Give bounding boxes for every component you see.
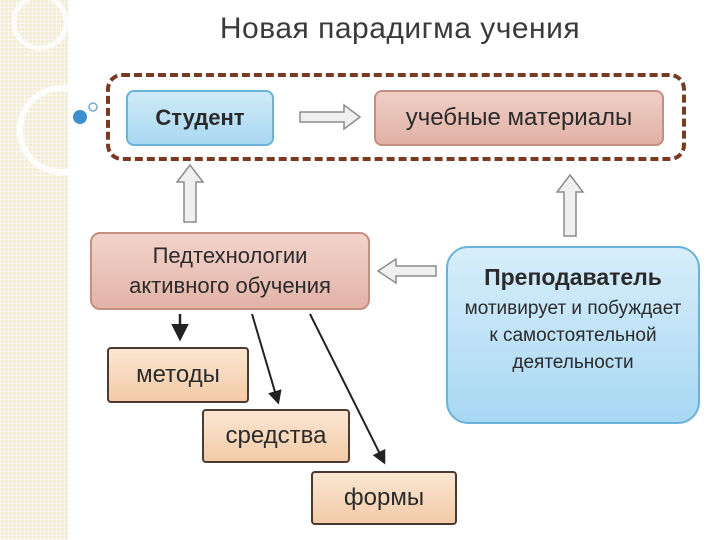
student-label: Студент <box>155 105 245 130</box>
means-box: средства <box>202 409 350 463</box>
arrow-pedtech-to-student <box>175 163 205 223</box>
pedtech-label-line2: активного обучения <box>129 273 331 298</box>
arrow-student-to-materials <box>299 103 362 131</box>
learning-materials-box: учебные материалы <box>374 90 664 146</box>
student-box: Студент <box>126 90 274 146</box>
methods-box: методы <box>107 347 249 403</box>
dashed-group-frame <box>106 73 686 161</box>
active-learning-tech-box: Педтехнологии активного обучения <box>90 232 370 310</box>
deco-dot-ring <box>88 102 98 112</box>
deco-circle-small <box>11 0 69 51</box>
arrow-pedtech-to-forms <box>309 313 386 465</box>
arrow-teacher-to-materials <box>555 173 585 237</box>
deco-dot-blue <box>73 110 87 124</box>
teacher-description: мотивирует и побуждает к самостоятельной… <box>464 298 682 373</box>
teacher-title: Преподаватель <box>484 264 662 290</box>
teacher-box: Преподаватель мотивирует и побуждает к с… <box>446 246 700 424</box>
forms-box: формы <box>311 471 457 525</box>
decorative-circles <box>11 0 107 175</box>
deco-circle-large <box>17 85 107 175</box>
slide-title: Новая парадигма учения <box>219 12 581 45</box>
arrow-teacher-to-pedtech <box>376 257 437 285</box>
forms-label: формы <box>343 484 425 511</box>
pedtech-label-line1: Педтехнологии <box>152 243 308 268</box>
methods-label: методы <box>136 361 220 388</box>
means-label: средства <box>225 422 327 449</box>
arrow-pedtech-to-means <box>251 313 282 405</box>
learning-materials-label: учебные материалы <box>405 104 633 131</box>
